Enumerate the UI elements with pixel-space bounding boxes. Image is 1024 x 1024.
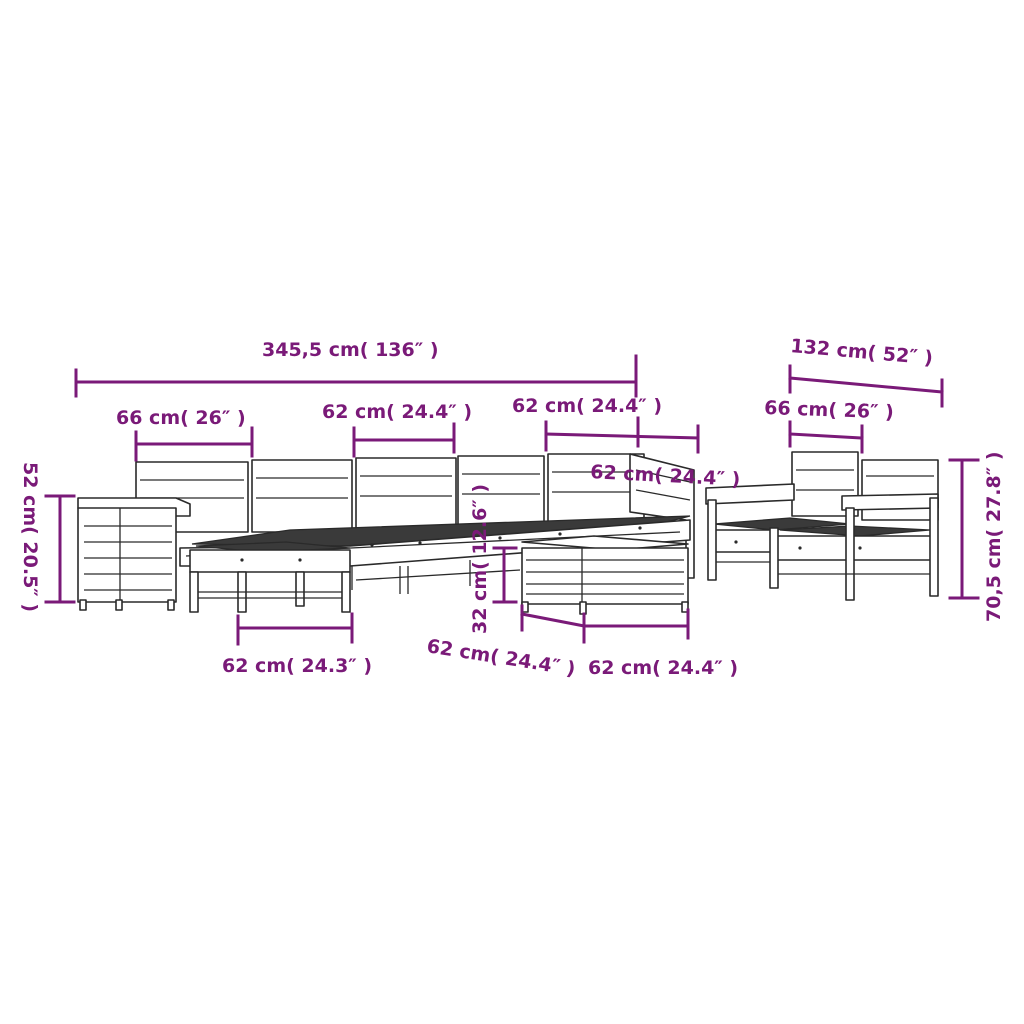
dimension-lines [44, 354, 980, 646]
label-footstool-width: 62 cm( 24.3″ ) [222, 655, 372, 677]
label-armchair-depth: 132 cm( 52″ ) [790, 335, 934, 369]
label-total-width: 345,5 cm( 136″ ) [262, 339, 439, 361]
label-corner-width: 66 cm( 26″ ) [116, 407, 246, 429]
armchair [705, 451, 939, 601]
label-total-height: 70,5 cm( 27.8″ ) [983, 451, 1005, 622]
label-end-width: 62 cm( 24.4″ ) [512, 395, 662, 417]
label-middle-width: 62 cm( 24.4″ ) [322, 401, 472, 423]
label-armchair-width: 66 cm( 26″ ) [764, 397, 894, 424]
label-table-width: 62 cm( 24.4″ ) [588, 657, 738, 679]
label-seat-height: 32 cm( 12.6″ ) [469, 484, 491, 634]
label-side-table-height: 52 cm( 20.5″ ) [19, 462, 41, 612]
label-table-depth: 62 cm( 24.4″ ) [425, 635, 577, 680]
footstool [189, 541, 351, 613]
coffee-table [521, 535, 689, 615]
side-table [77, 497, 191, 611]
